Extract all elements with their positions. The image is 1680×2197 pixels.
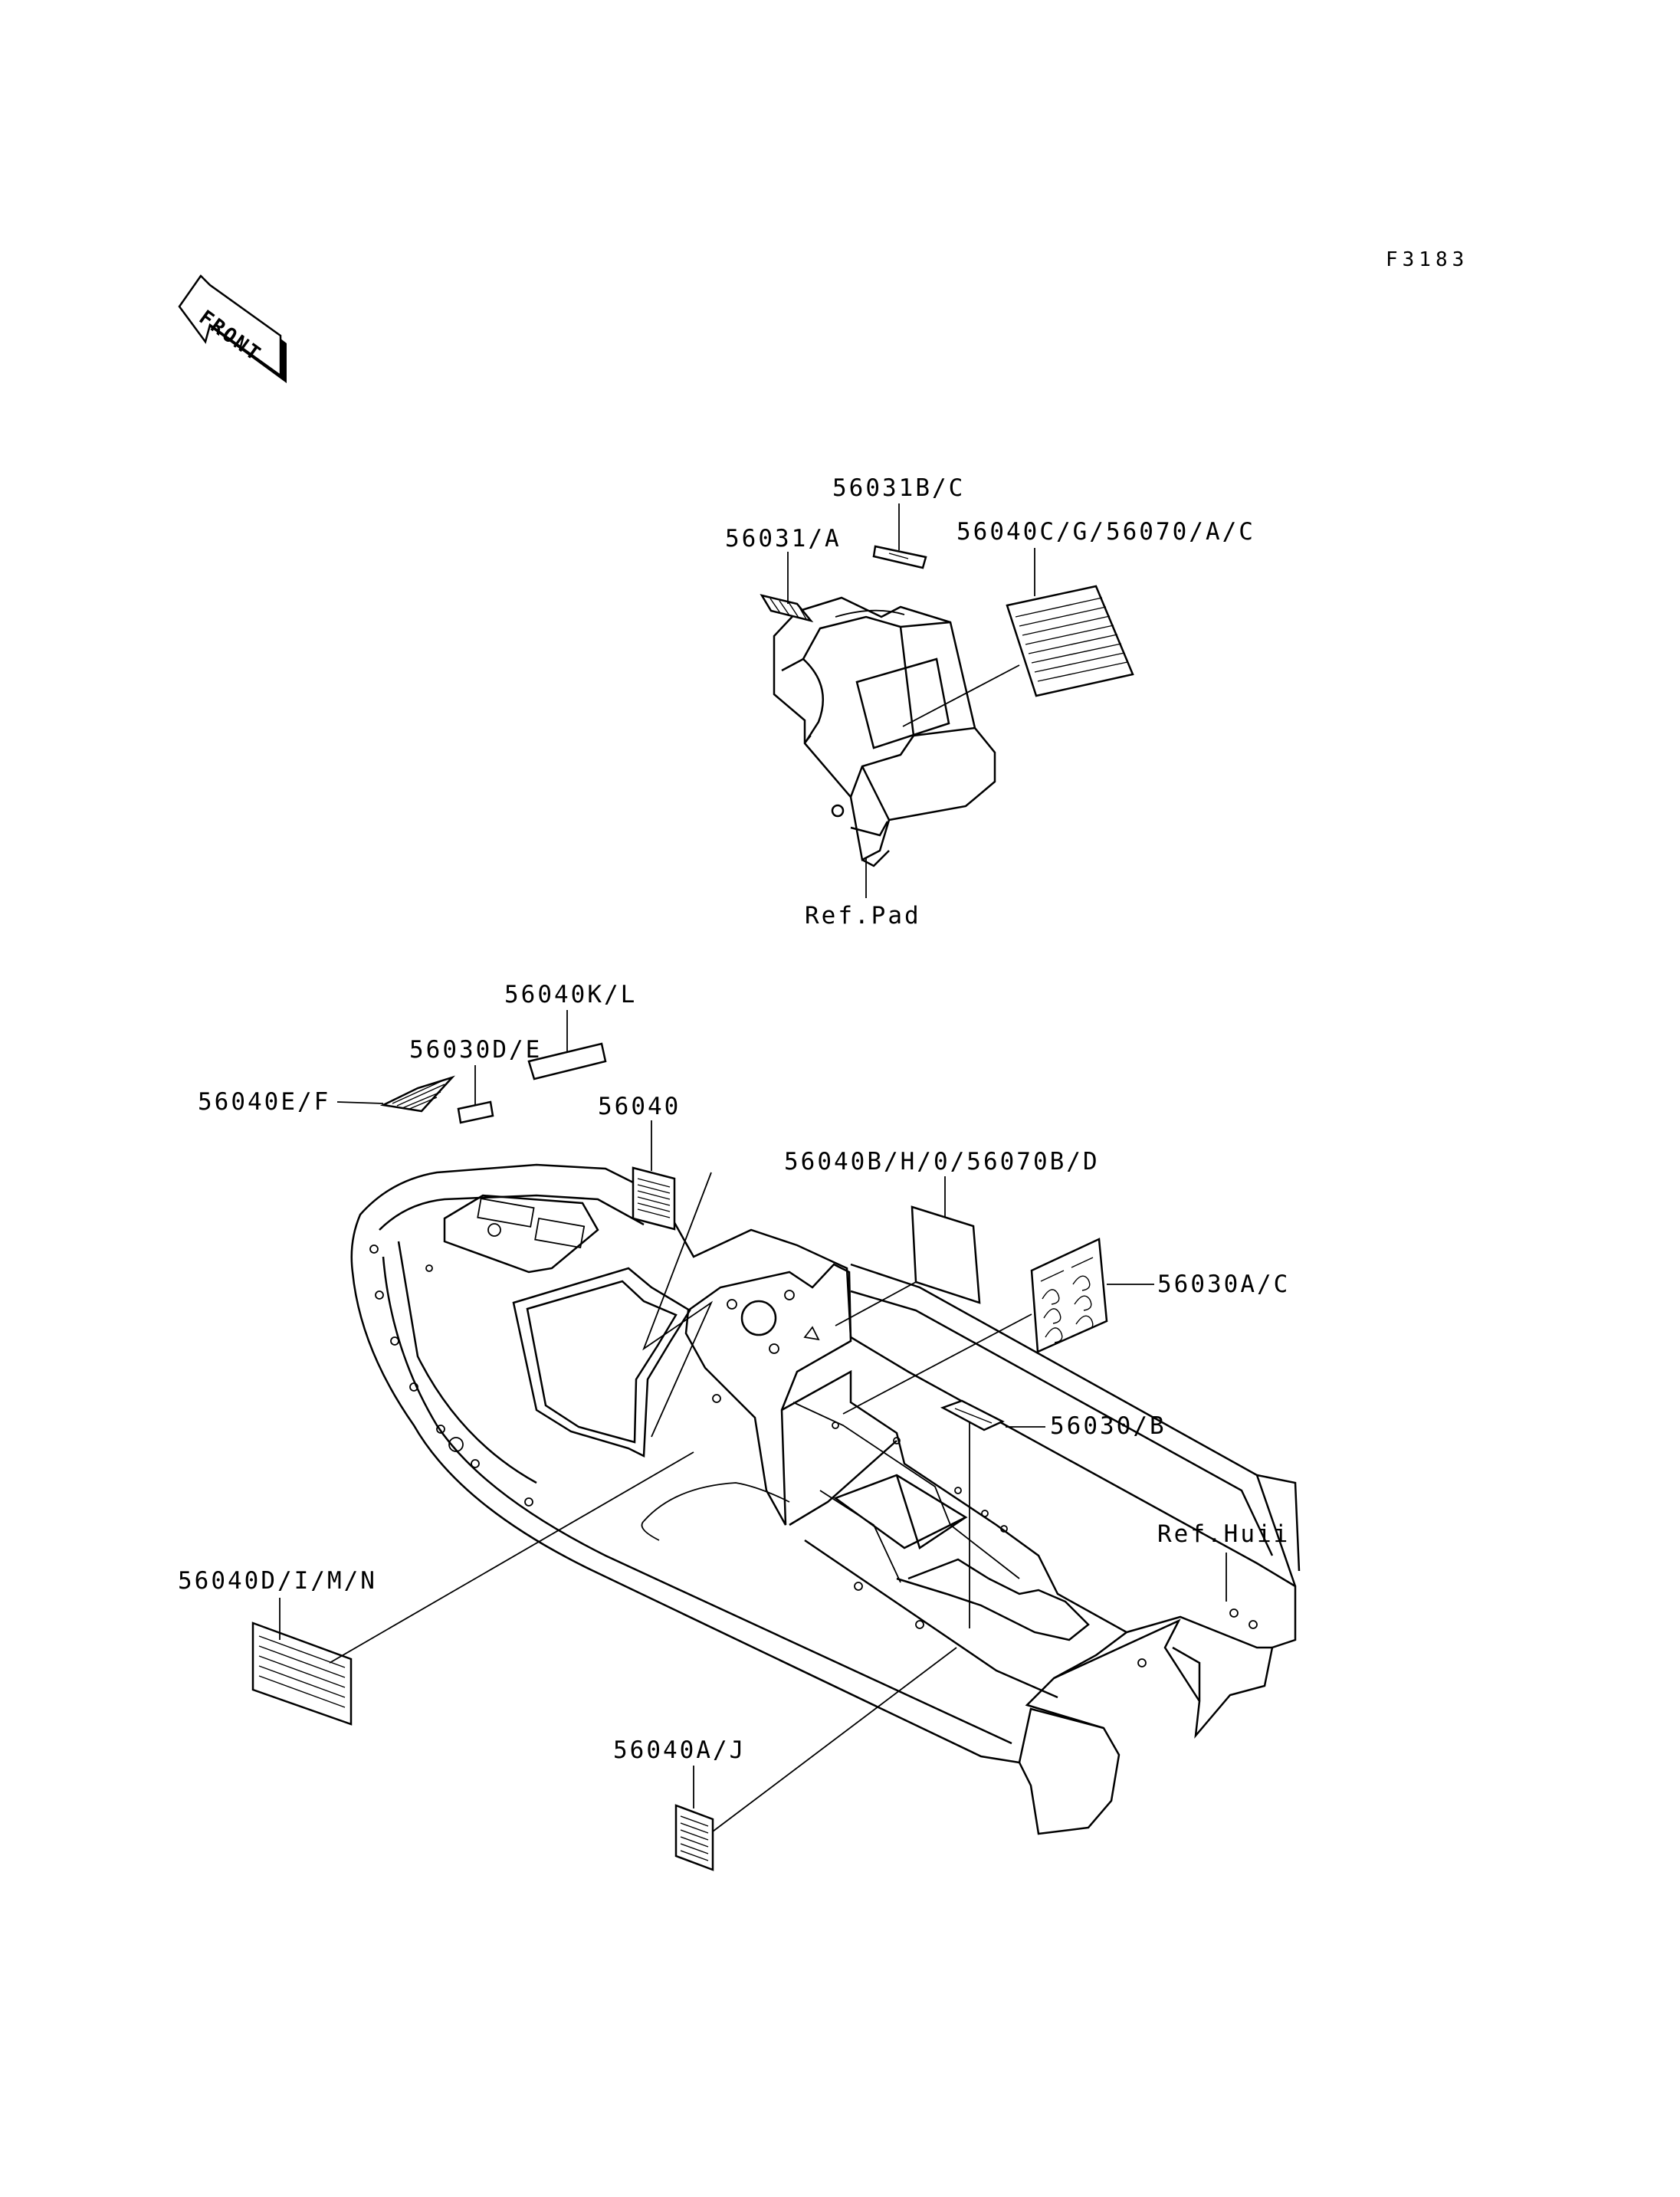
label-56030-d-e: 56030D/E bbox=[409, 1036, 542, 1064]
decal-56040-a-j bbox=[674, 1647, 957, 1871]
label-56040-k-l: 56040K/L bbox=[504, 981, 637, 1008]
label-ref-pad: Ref.Pad bbox=[805, 902, 921, 930]
decal-56040-k-l bbox=[527, 1010, 607, 1080]
label-56040-d-i: 56040D/I/M/N bbox=[178, 1567, 377, 1595]
decal-56030-d-e bbox=[457, 1065, 494, 1124]
label-56031-a: 56031/A bbox=[725, 525, 842, 553]
sheet-56030-a-c bbox=[842, 1238, 1154, 1415]
panel-hatching bbox=[1015, 597, 1128, 682]
label-56040-e-f: 56040E/F bbox=[198, 1088, 330, 1116]
label-56030-b: 56030/B bbox=[1050, 1412, 1166, 1440]
label-56040-a-j: 56040A/J bbox=[613, 1736, 746, 1764]
label-56040: 56040 bbox=[598, 1093, 681, 1120]
decal-56031-a bbox=[760, 552, 814, 623]
hull-assembly bbox=[350, 1163, 1301, 1835]
label-56040-b-h: 56040B/H/0/56070B/D bbox=[784, 1148, 1100, 1176]
panel-56040-b-h bbox=[835, 1176, 981, 1326]
decal-56030-b bbox=[940, 1399, 1045, 1628]
figure-number: F3183 bbox=[1386, 248, 1468, 271]
sheet-marks bbox=[1040, 1257, 1094, 1343]
decal-56031-b-c bbox=[872, 503, 927, 569]
part-labels: 56031B/C 56031/A 56040C/G/56070/A/C 5604… bbox=[178, 474, 1290, 1764]
panel-56040-d-i bbox=[251, 1451, 694, 1726]
pad-assembly bbox=[773, 596, 996, 867]
decal-56040 bbox=[632, 1120, 714, 1438]
label-56031-b-c: 56031B/C bbox=[832, 474, 965, 502]
panel-56040-c-g bbox=[902, 548, 1134, 727]
decal-56040-e-f bbox=[336, 1075, 456, 1113]
label-ref-hull: Ref.Huii bbox=[1157, 1520, 1290, 1548]
front-arrow-icon: FRONT bbox=[178, 274, 287, 383]
label-56030-a-c: 56030A/C bbox=[1157, 1271, 1290, 1298]
label-56040-c-g: 56040C/G/56070/A/C bbox=[956, 518, 1255, 546]
